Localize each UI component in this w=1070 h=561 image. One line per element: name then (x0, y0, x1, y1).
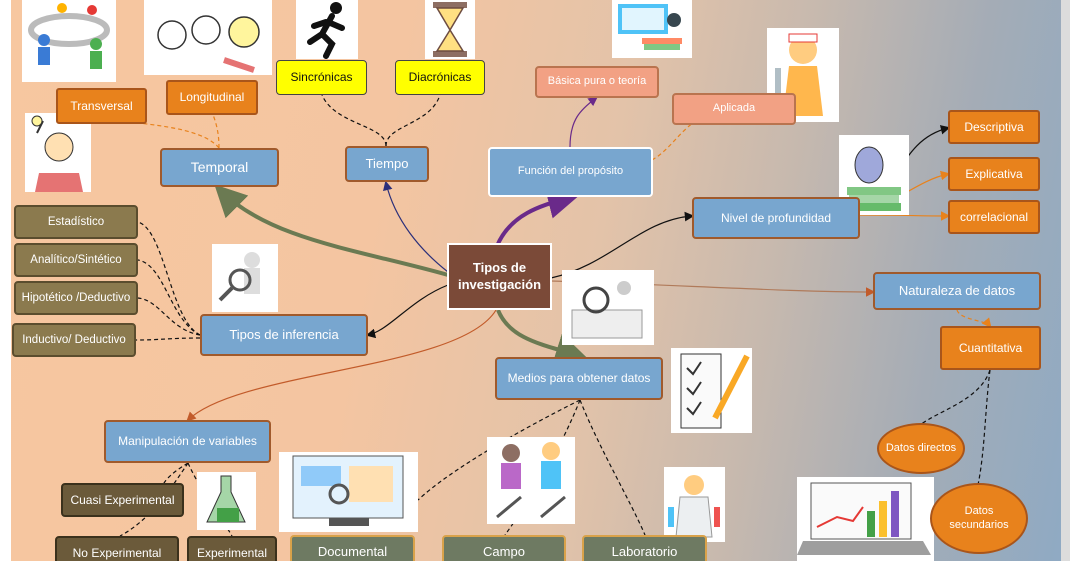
node-cuantitativa[interactable]: Cuantitativa (940, 326, 1041, 370)
branch-naturaleza[interactable]: Naturaleza de datos (873, 272, 1041, 310)
branch-tiempo[interactable]: Tiempo (345, 146, 429, 182)
thinking-person-icon (25, 113, 91, 192)
node-sincronicas[interactable]: Sincrónicas (276, 60, 367, 95)
central-node[interactable]: Tipos de investigación (447, 243, 552, 310)
node-datos-directos[interactable]: Datos directos (877, 423, 965, 474)
teacher-books-icon (612, 0, 692, 58)
lab-scientist-icon (664, 467, 725, 542)
node-longitudinal[interactable]: Longitudinal (166, 80, 258, 115)
node-hipotetico[interactable]: Hipotético /Deductivo (14, 281, 138, 315)
node-campo[interactable]: Campo (442, 535, 566, 561)
branch-manipulacion[interactable]: Manipulación de variables (104, 420, 271, 463)
node-experimental[interactable]: Experimental (187, 536, 277, 561)
magnifier-figure-icon (212, 244, 278, 312)
people-network-icon (22, 0, 116, 82)
node-correlacional[interactable]: correlacional (948, 200, 1040, 234)
node-analitico[interactable]: Analítico/Sintético (14, 243, 138, 277)
node-explicativa[interactable]: Explicativa (948, 157, 1040, 191)
lightbulb-ideas-icon (144, 0, 272, 75)
node-basica[interactable]: Básica pura o teoría (535, 66, 659, 98)
interview-people-icon (487, 437, 575, 524)
branch-inferencia[interactable]: Tipos de inferencia (200, 314, 368, 356)
node-estadistico[interactable]: Estadístico (14, 205, 138, 239)
node-laboratorio[interactable]: Laboratorio (582, 535, 707, 561)
node-cuasi-experimental[interactable]: Cuasi Experimental (61, 483, 184, 517)
node-documental[interactable]: Documental (290, 535, 415, 561)
left-margin (0, 0, 11, 561)
analysis-figure-icon (562, 270, 654, 345)
branch-medios[interactable]: Medios para obtener datos (495, 357, 663, 400)
right-scrollbar[interactable] (1061, 0, 1070, 561)
laptop-chart-icon (797, 477, 934, 561)
dashboard-monitor-icon (279, 452, 418, 532)
node-diacronicas[interactable]: Diacrónicas (395, 60, 485, 95)
checklist-pencil-icon (671, 348, 752, 433)
node-inductivo[interactable]: Inductivo/ Deductivo (12, 323, 136, 357)
branch-funcion[interactable]: Función del propósito (488, 147, 653, 197)
node-transversal[interactable]: Transversal (56, 88, 147, 124)
branch-nivel[interactable]: Nivel de profundidad (692, 197, 860, 239)
running-person-icon (296, 0, 358, 59)
branch-temporal[interactable]: Temporal (160, 148, 279, 187)
node-aplicada[interactable]: Aplicada (672, 93, 796, 125)
node-datos-secundarios[interactable]: Datos secundarios (930, 483, 1028, 554)
hourglass-icon (425, 0, 475, 59)
lab-flask-icon (197, 472, 256, 530)
node-no-experimental[interactable]: No Experimental (55, 536, 179, 561)
node-descriptiva[interactable]: Descriptiva (948, 110, 1040, 144)
